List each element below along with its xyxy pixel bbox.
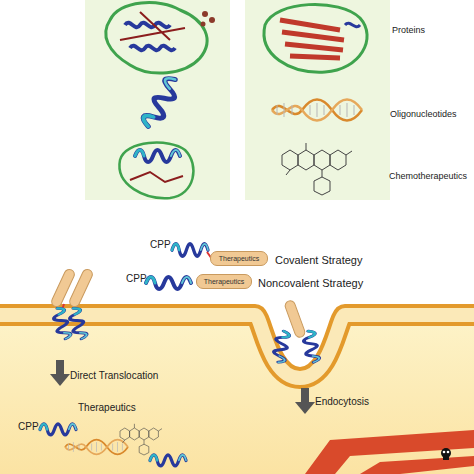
- panel: [85, 0, 230, 200]
- text-label: Direct Translocation: [70, 370, 158, 381]
- peptide-helix: [141, 75, 183, 130]
- text-label: Therapeutics: [78, 402, 136, 413]
- protein-structure: [106, 3, 215, 73]
- panel: [245, 0, 390, 200]
- cpp-helix: [146, 277, 191, 289]
- cell-interior: [0, 315, 474, 474]
- cpp-helix: [150, 455, 186, 466]
- therapeutic-box: Therapeutics: [210, 251, 268, 266]
- text-label: Chemotherapeutics: [389, 172, 467, 182]
- protein-structure: [264, 4, 367, 72]
- cell-membrane: [0, 315, 474, 378]
- chemo-structure: [282, 143, 352, 195]
- cpp-helix: [40, 424, 76, 435]
- cpp-helix: [172, 244, 208, 256]
- dna-illustration: [272, 100, 362, 121]
- text-label: Proteins: [392, 26, 425, 36]
- text-label: CPP: [18, 421, 39, 432]
- chemo-structure: [120, 424, 162, 455]
- peptide-structure: [119, 143, 193, 199]
- text-label: Oligonucleotides: [390, 110, 457, 120]
- nucleus: [305, 430, 474, 474]
- text-label: Endocytosis: [315, 396, 369, 407]
- text-label: CPP: [150, 239, 171, 250]
- node-text: Therapeutics: [204, 278, 244, 285]
- text-label: CPP: [126, 273, 147, 284]
- process-arrow: [50, 360, 315, 414]
- node-text: Therapeutics: [219, 255, 259, 262]
- membrane-core: [0, 315, 474, 378]
- text-label: Covalent Strategy: [275, 254, 362, 266]
- text-label: Noncovalent Strategy: [258, 277, 363, 289]
- therapeutic-box: Therapeutics: [196, 274, 252, 289]
- dna-illustration: [65, 440, 128, 455]
